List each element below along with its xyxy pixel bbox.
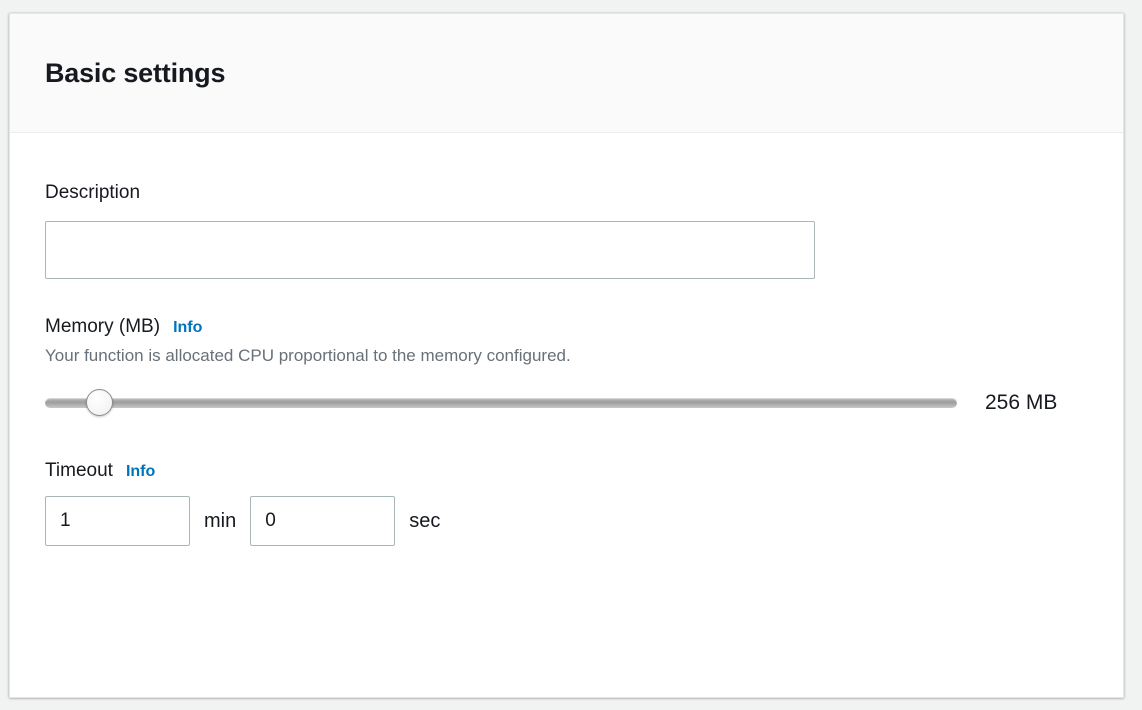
description-input[interactable] bbox=[45, 220, 815, 279]
timeout-label: Timeout Info bbox=[45, 459, 1088, 483]
memory-slider[interactable] bbox=[45, 388, 957, 417]
panel-header: Basic settings bbox=[10, 14, 1123, 133]
timeout-inputs-row: min sec bbox=[45, 496, 1088, 547]
timeout-seconds-unit-label: sec bbox=[409, 509, 441, 532]
timeout-info-link[interactable]: Info bbox=[125, 462, 156, 480]
slider-thumb[interactable] bbox=[86, 388, 114, 416]
timeout-minutes-unit-label: min bbox=[204, 509, 237, 532]
memory-value-display: 256 MB bbox=[985, 390, 1058, 414]
description-label: Description bbox=[45, 181, 1088, 205]
memory-info-link[interactable]: Info bbox=[173, 318, 203, 336]
panel-body: Description Memory (MB) Info Your functi… bbox=[10, 133, 1123, 547]
timeout-minutes-input[interactable] bbox=[45, 496, 190, 547]
memory-help-text: Your function is allocated CPU proportio… bbox=[45, 345, 571, 365]
memory-field-group: Memory (MB) Info Your function is alloca… bbox=[45, 315, 1088, 417]
timeout-seconds-input[interactable] bbox=[250, 496, 396, 547]
slider-track[interactable] bbox=[45, 397, 957, 408]
description-field-group: Description bbox=[45, 181, 1088, 279]
basic-settings-panel: Basic settings Description Memory (MB) I… bbox=[9, 13, 1124, 698]
memory-label-text: Memory (MB) bbox=[45, 315, 161, 337]
memory-slider-row: 256 MB bbox=[45, 388, 1088, 417]
timeout-field-group: Timeout Info min sec bbox=[45, 459, 1088, 547]
description-label-text: Description bbox=[45, 182, 141, 203]
memory-label: Memory (MB) Info bbox=[45, 315, 1088, 339]
timeout-label-text: Timeout bbox=[45, 459, 113, 481]
page-title: Basic settings bbox=[45, 57, 226, 88]
